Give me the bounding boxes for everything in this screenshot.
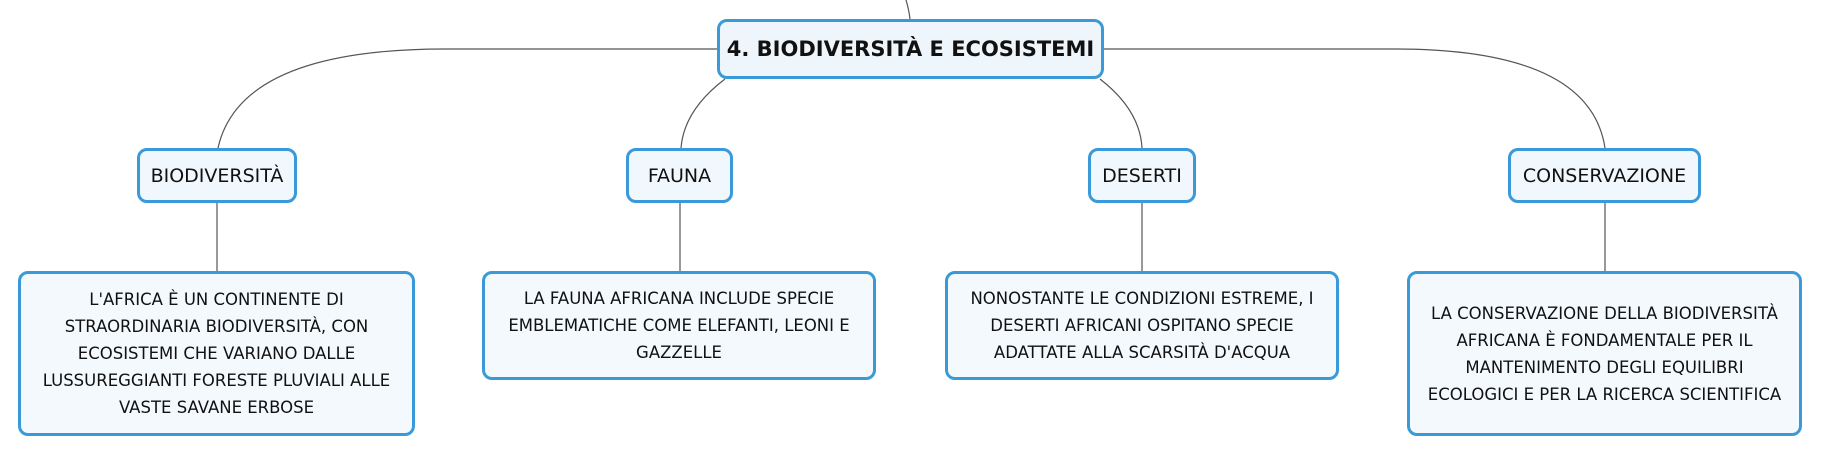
connector-root-to-fauna — [680, 78, 726, 149]
branch-label: CONSERVAZIONE — [1522, 164, 1687, 187]
connector-root-to-biodiversita — [217, 48, 717, 149]
detail-text: NONOSTANTE LE CONDIZIONI ESTREME, I DESE… — [970, 289, 1314, 362]
branch-node-fauna[interactable]: FAUNA — [626, 148, 733, 203]
branch-label: BIODIVERSITÀ — [150, 164, 284, 187]
detail-node-fauna[interactable]: LA FAUNA AFRICANA INCLUDE SPECIE EMBLEMA… — [482, 271, 876, 380]
root-topic-label: 4. BIODIVERSITÀ E ECOSISTEMI — [726, 37, 1095, 61]
root-topic-node[interactable]: 4. BIODIVERSITÀ E ECOSISTEMI — [717, 19, 1104, 79]
detail-node-conservazione[interactable]: LA CONSERVAZIONE DELLA BIODIVERSITÀ AFRI… — [1407, 271, 1802, 436]
branch-node-deserti[interactable]: DESERTI — [1088, 148, 1196, 203]
branch-label: FAUNA — [647, 164, 712, 187]
detail-text: LA CONSERVAZIONE DELLA BIODIVERSITÀ AFRI… — [1427, 303, 1782, 404]
branch-label: DESERTI — [1102, 164, 1182, 187]
detail-node-biodiversita[interactable]: L'AFRICA È UN CONTINENTE DI STRAORDINARI… — [18, 271, 415, 436]
branch-node-biodiversita[interactable]: BIODIVERSITÀ — [137, 148, 297, 203]
connector-root-to-deserti — [1099, 78, 1143, 149]
detail-node-deserti[interactable]: NONOSTANTE LE CONDIZIONI ESTREME, I DESE… — [945, 271, 1339, 380]
branch-node-conservazione[interactable]: CONSERVAZIONE — [1508, 148, 1701, 203]
detail-text: L'AFRICA È UN CONTINENTE DI STRAORDINARI… — [42, 290, 391, 417]
connector-parent-to-root — [905, 0, 911, 20]
connector-root-to-conservazione — [1104, 48, 1606, 149]
detail-text: LA FAUNA AFRICANA INCLUDE SPECIE EMBLEMA… — [508, 289, 850, 362]
